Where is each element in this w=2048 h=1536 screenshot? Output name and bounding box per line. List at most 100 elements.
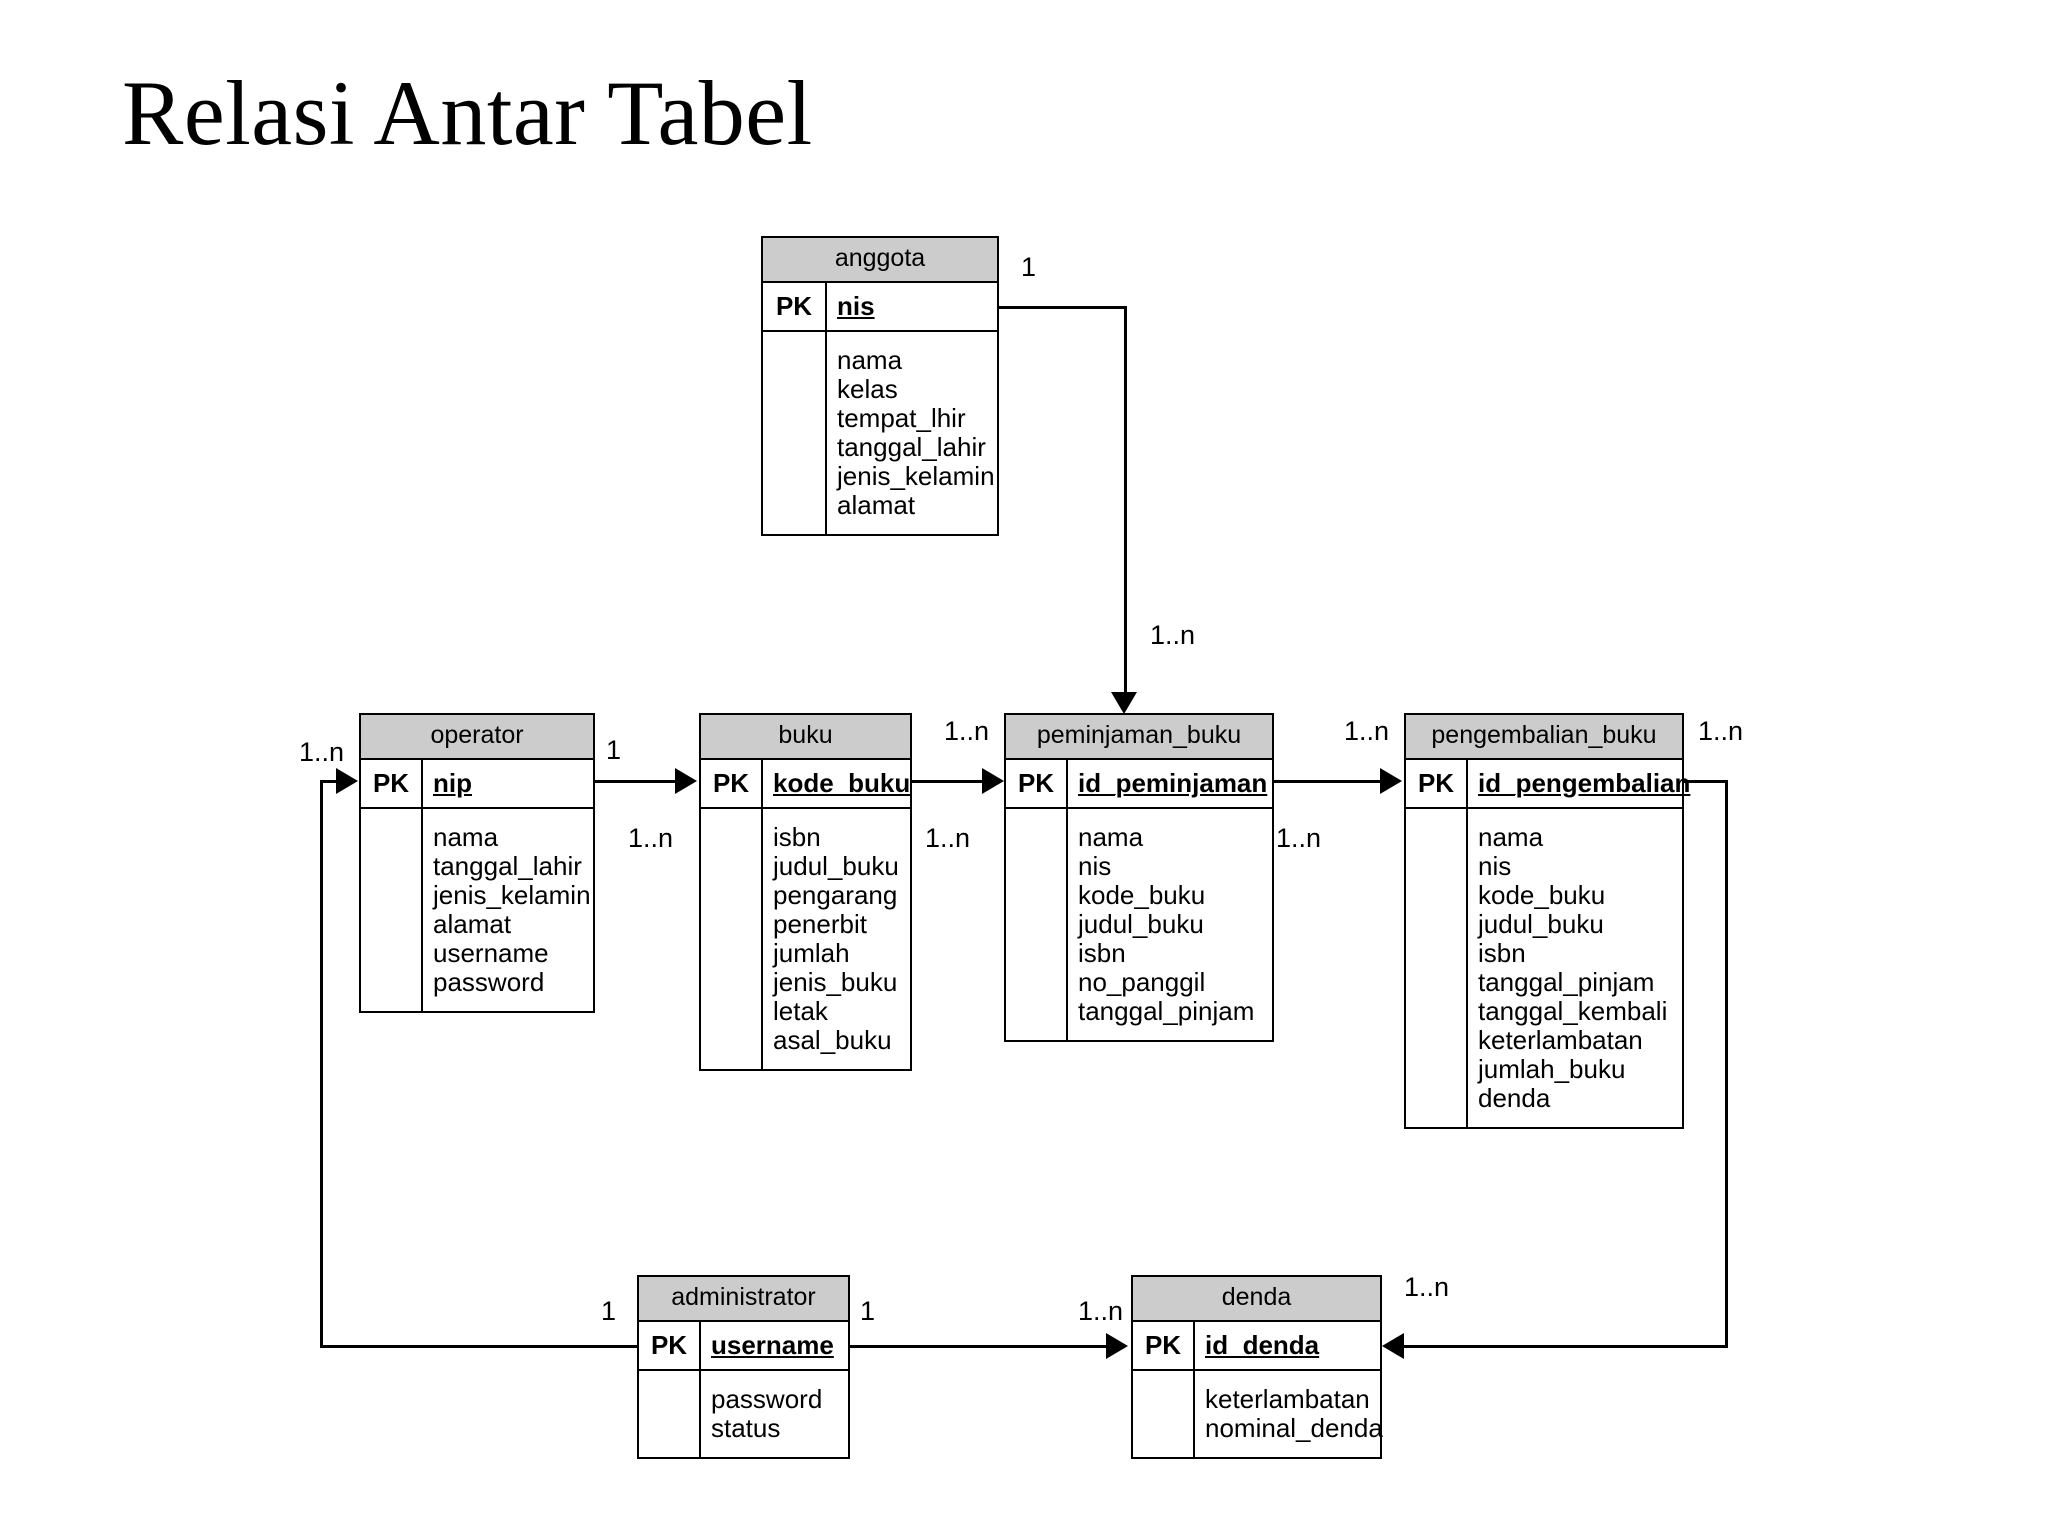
attr-item: tanggal_kembali: [1478, 995, 1668, 1026]
entity-operator[interactable]: operator PK nip nama tanggal_lahir jenis…: [359, 713, 595, 1013]
attr-gutter: [639, 1370, 701, 1457]
arrowhead-into-peminjaman-buku-side: [982, 768, 1004, 794]
entity-title-buku: buku: [701, 715, 910, 760]
attr-gutter: [1006, 808, 1068, 1040]
cardinality-denda-left: 1..n: [1078, 1296, 1124, 1326]
attr-item: jumlah_buku: [1478, 1053, 1626, 1084]
pk-badge: PK: [1406, 759, 1468, 807]
connector-administrator-operator-h-top: [320, 780, 340, 783]
entity-title-administrator: administrator: [639, 1277, 848, 1322]
entity-title-anggota: anggota: [763, 238, 997, 283]
attr-item: nama: [1478, 821, 1544, 852]
cardinality-administrator-left: 1: [601, 1296, 617, 1326]
attr-gutter: [701, 808, 763, 1069]
attr-gutter: [1133, 1370, 1195, 1457]
connector-pengembalian-denda-h-bottom: [1404, 1345, 1728, 1348]
attr-item: isbn: [1478, 937, 1526, 968]
entity-attr-row-operator: nama tanggal_lahir jenis_kelamin alamat …: [361, 808, 593, 1011]
attr-item: tanggal_lahir: [837, 431, 986, 462]
entity-pk-row-denda: PK id_denda: [1133, 1321, 1380, 1371]
attr-item: jenis_kelamin: [433, 879, 591, 910]
cardinality-pengembalian-right: 1..n: [1698, 716, 1744, 746]
attr-item: alamat: [837, 489, 916, 520]
attr-item: nama: [433, 821, 499, 852]
cardinality-administrator-right: 1: [860, 1296, 876, 1326]
entity-pk-row-pengembalian-buku: PK id_pengembalian: [1406, 759, 1690, 809]
entity-denda[interactable]: denda PK id_denda keterlambatan nominal_…: [1131, 1275, 1383, 1459]
cardinality-anggota-to-peminjaman: 1..n: [1150, 620, 1196, 650]
attr-item: judul_buku: [773, 850, 899, 881]
arrowhead-into-denda-right: [1382, 1333, 1404, 1359]
attr-item: status: [711, 1412, 781, 1443]
attr-list-peminjaman-buku: nama nis kode_buku judul_buku isbn no_pa…: [1068, 809, 1272, 1040]
entity-administrator[interactable]: administrator PK username password statu…: [637, 1275, 850, 1459]
attr-item: keterlambatan: [1478, 1024, 1643, 1055]
connector-administrator-denda-h: [850, 1345, 1108, 1348]
connector-operator-buku-h: [595, 780, 677, 783]
entity-pk-row-anggota: PK nis: [763, 282, 997, 332]
entity-pk-row-peminjaman-buku: PK id_peminjaman: [1006, 759, 1272, 809]
connector-peminjaman-pengembalian-h: [1274, 780, 1382, 783]
entity-pk-row-administrator: PK username: [639, 1321, 848, 1371]
connector-administrator-operator-v: [320, 780, 323, 1348]
attr-item: kelas: [837, 373, 898, 404]
attr-list-administrator: password status: [701, 1371, 848, 1457]
cardinality-peminjaman-left: 1..n: [925, 823, 971, 853]
attr-item: tanggal_pinjam: [1078, 995, 1255, 1026]
pk-field-kode-buku: kode_buku: [773, 767, 911, 798]
attr-item: isbn: [1078, 937, 1126, 968]
entity-attr-row-peminjaman-buku: nama nis kode_buku judul_buku isbn no_pa…: [1006, 808, 1272, 1040]
entity-attr-row-denda: keterlambatan nominal_denda: [1133, 1370, 1383, 1457]
connector-pengembalian-denda-v: [1725, 780, 1728, 1348]
pk-field-id-pengembalian: id_pengembalian: [1478, 767, 1691, 798]
arrowhead-into-peminjaman-buku: [1111, 692, 1137, 714]
attr-item: asal_buku: [773, 1024, 892, 1055]
attr-item: nis: [1078, 850, 1112, 881]
pk-badge: PK: [361, 759, 423, 807]
connector-administrator-operator-h: [320, 1345, 639, 1348]
attr-item: judul_buku: [1078, 908, 1204, 939]
attr-list-buku: isbn judul_buku pengarang penerbit jumla…: [763, 809, 910, 1069]
entity-peminjaman-buku[interactable]: peminjaman_buku PK id_peminjaman nama ni…: [1004, 713, 1274, 1042]
connector-buku-peminjaman-h: [912, 780, 984, 783]
attr-item: password: [711, 1383, 823, 1414]
pk-badge: PK: [1006, 759, 1068, 807]
entity-buku[interactable]: buku PK kode_buku isbn judul_buku pengar…: [699, 713, 912, 1071]
cardinality-anggota-right: 1: [1021, 252, 1037, 282]
attr-item: denda: [1478, 1082, 1551, 1113]
attr-item: tanggal_pinjam: [1478, 966, 1655, 997]
entity-pengembalian-buku[interactable]: pengembalian_buku PK id_pengembalian nam…: [1404, 713, 1690, 1129]
entity-attr-row-administrator: password status: [639, 1370, 848, 1457]
pk-badge: PK: [639, 1321, 701, 1369]
attr-item: kode_buku: [1478, 879, 1606, 910]
entity-title-operator: operator: [361, 715, 593, 760]
arrowhead-into-pengembalian-buku: [1380, 768, 1402, 794]
pk-field-id-denda: id_denda: [1205, 1329, 1320, 1360]
attr-item: nama: [1078, 821, 1144, 852]
pk-field-nis: nis: [837, 290, 875, 321]
pk-field-nip: nip: [433, 767, 472, 798]
attr-item: letak: [773, 995, 828, 1026]
arrowhead-into-operator: [336, 768, 358, 794]
cardinality-buku-right: 1..n: [944, 716, 990, 746]
attr-item: isbn: [773, 821, 821, 852]
pk-badge: PK: [1133, 1321, 1195, 1369]
attr-item: username: [433, 937, 549, 968]
entity-anggota[interactable]: anggota PK nis nama kelas tempat_lhir ta…: [761, 236, 999, 536]
attr-gutter: [1406, 808, 1468, 1127]
cardinality-operator-right: 1: [606, 735, 622, 765]
attr-item: nominal_denda: [1205, 1412, 1383, 1443]
attr-gutter: [361, 808, 423, 1011]
attr-item: password: [433, 966, 545, 997]
entity-attr-row-anggota: nama kelas tempat_lhir tanggal_lahir jen…: [763, 331, 997, 534]
entity-attr-row-pengembalian-buku: nama nis kode_buku judul_buku isbn tangg…: [1406, 808, 1682, 1127]
attr-item: judul_buku: [1478, 908, 1604, 939]
connector-anggota-peminjaman-v: [1124, 306, 1127, 698]
cardinality-peminjaman-right: 1..n: [1276, 823, 1322, 853]
attr-list-operator: nama tanggal_lahir jenis_kelamin alamat …: [423, 809, 593, 1011]
attr-item: tanggal_lahir: [433, 850, 582, 881]
attr-item: jenis_kelamin: [837, 460, 995, 491]
attr-item: jenis_buku: [773, 966, 898, 997]
cardinality-operator-left: 1..n: [299, 737, 345, 767]
